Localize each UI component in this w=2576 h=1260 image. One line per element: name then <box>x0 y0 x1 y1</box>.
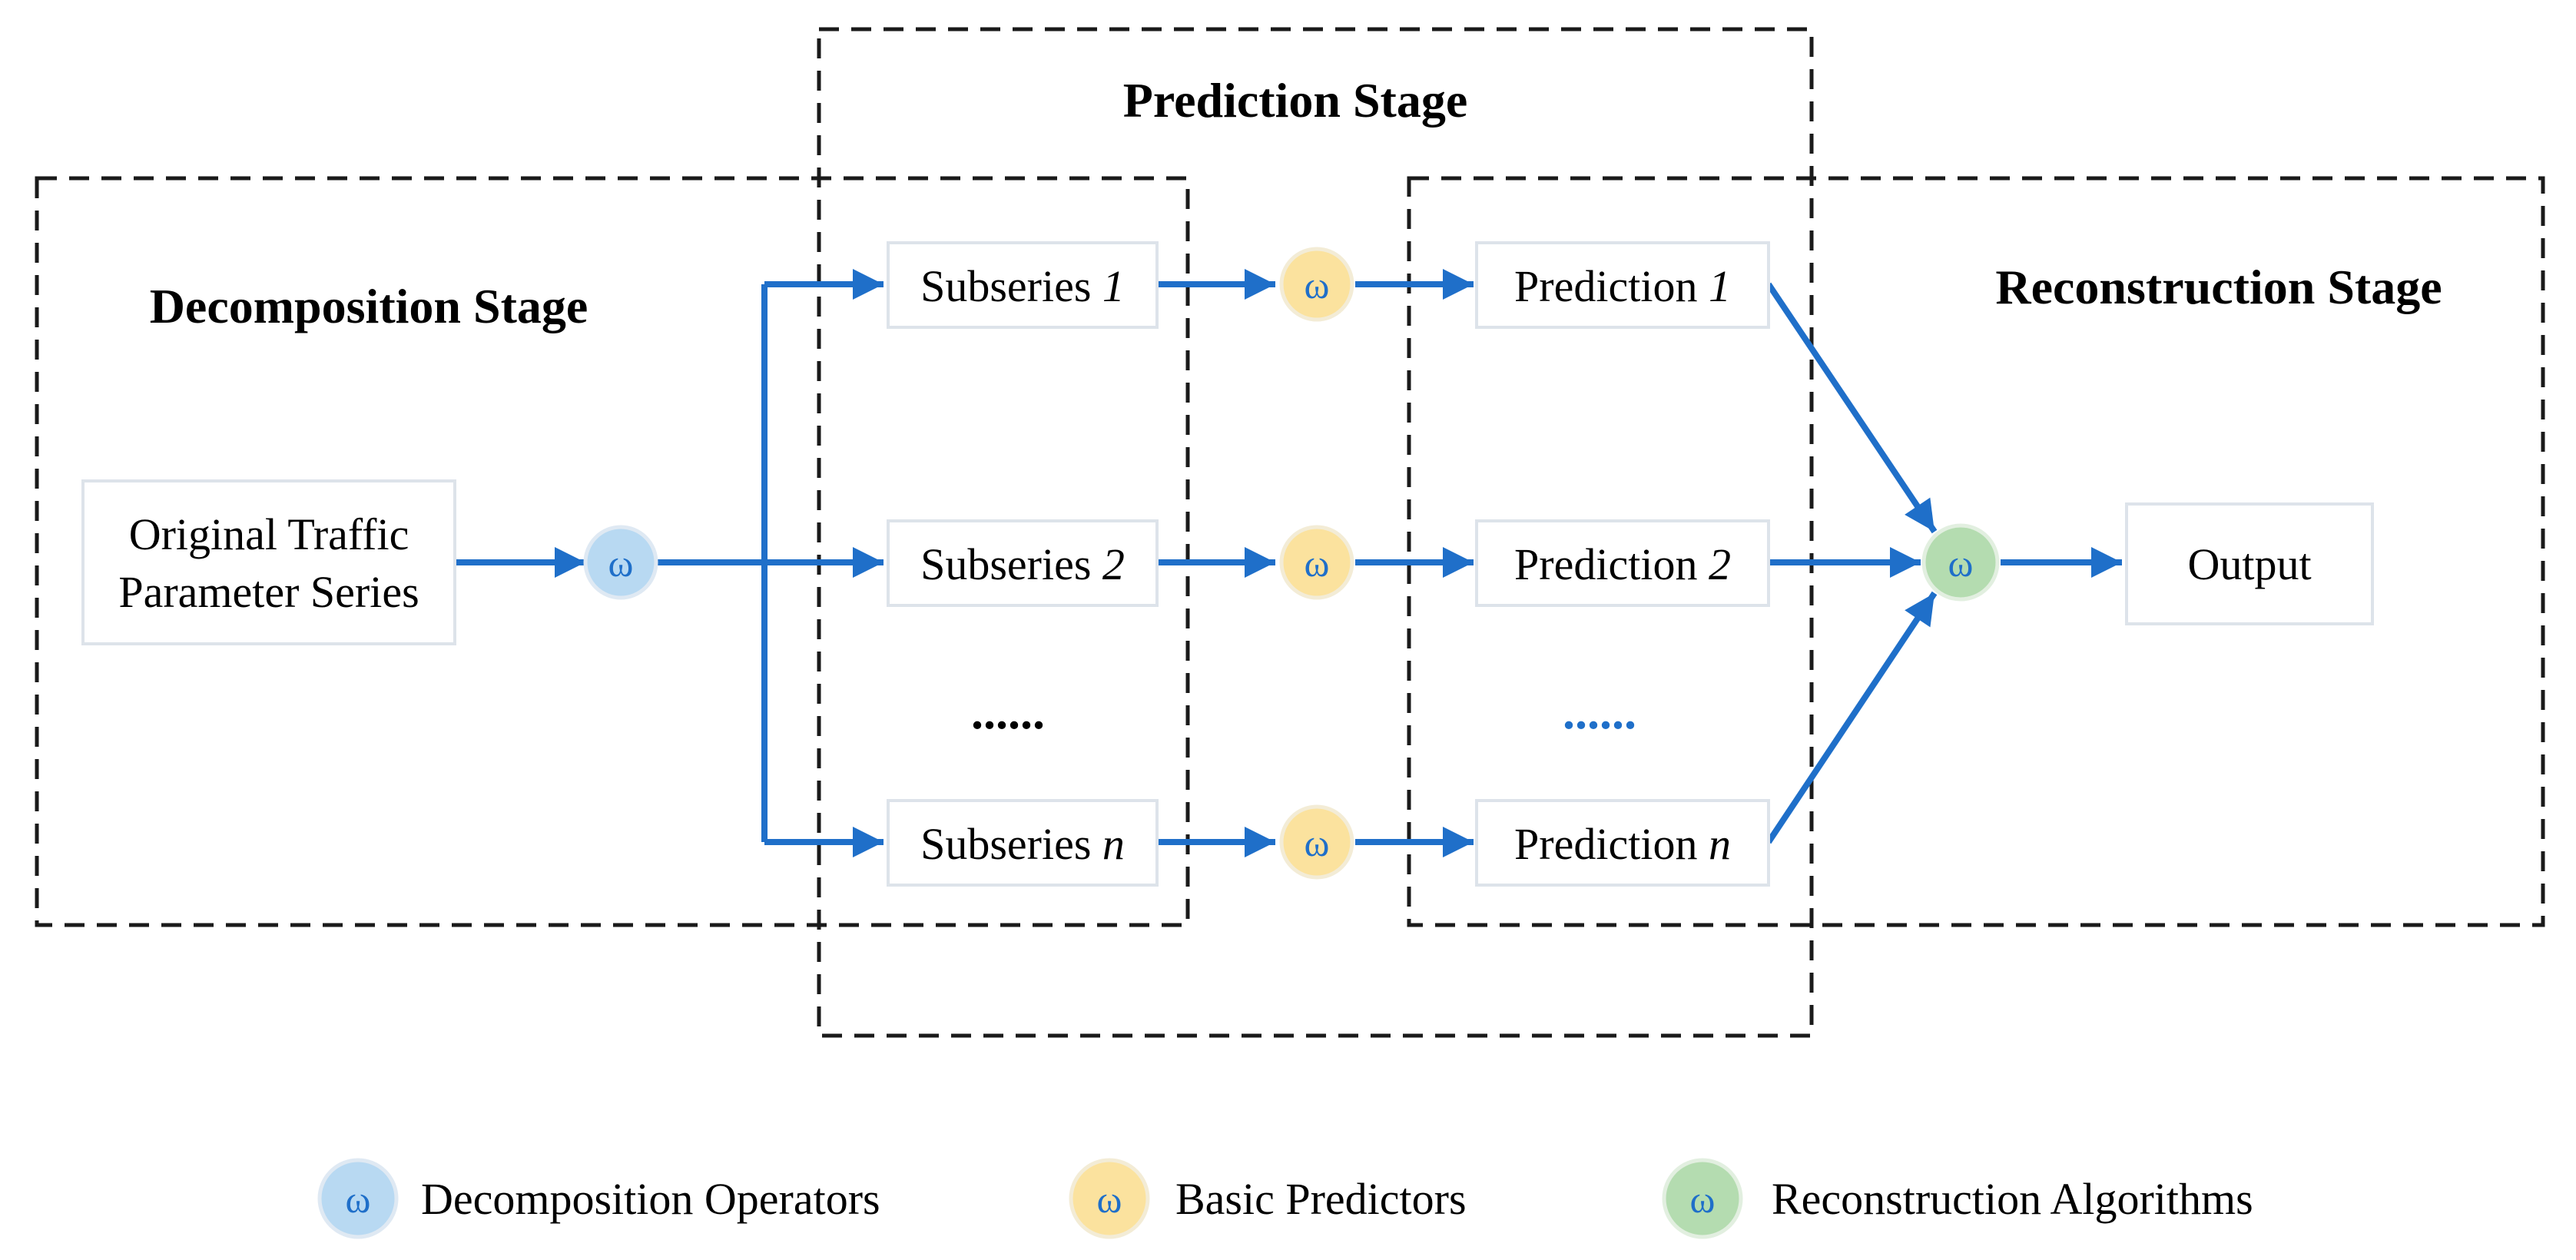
omega-icon: ω <box>1305 542 1330 585</box>
decomposition-operator-node: ω <box>583 525 658 600</box>
prediction-box-n: Prediction n <box>1475 799 1770 887</box>
legend-item-decomposition: ω Decomposition Operators <box>317 1158 880 1239</box>
reconstruction-stage-title: Reconstruction Stage <box>1995 260 2442 314</box>
omega-icon: ω <box>1305 821 1330 864</box>
prediction-label-2: Prediction 2 <box>1514 539 1731 589</box>
prediction-stage-frame <box>817 27 1814 1038</box>
basic-predictor-node-n: ω <box>1279 804 1354 880</box>
original-series-box: Original Traffic Parameter Series <box>81 479 456 645</box>
prediction-box-2: Prediction 2 <box>1475 519 1770 607</box>
legend-swatch-reconstruction <box>1662 1158 1743 1239</box>
subseries-label-1: Subseries 1 <box>920 261 1125 311</box>
original-series-line1: Original Traffic <box>129 509 409 559</box>
subseries-box-1: Subseries 1 <box>887 241 1159 329</box>
prediction-label-n: Prediction n <box>1514 819 1731 869</box>
legend-swatch-decomposition <box>317 1158 399 1239</box>
original-series-line2: Parameter Series <box>118 567 419 617</box>
subseries-label-n: Subseries n <box>920 819 1125 869</box>
output-label: Output <box>2187 539 2311 589</box>
legend-item-reconstruction: ω Reconstruction Algorithms <box>1662 1158 2253 1239</box>
prediction-stage-title: Prediction Stage <box>1123 73 1468 128</box>
decomposition-stage-frame <box>35 176 1190 927</box>
legend-label-reconstruction: Reconstruction Algorithms <box>1772 1174 2253 1224</box>
subseries-box-2: Subseries 2 <box>887 519 1159 607</box>
reconstruction-algorithm-node: ω <box>1921 523 2000 602</box>
decomposition-stage-title: Decomposition Stage <box>150 279 588 333</box>
basic-predictor-node-1: ω <box>1279 247 1354 322</box>
legend: ω Decomposition Operators ω Basic Predic… <box>317 1158 2253 1239</box>
legend-label-decomposition: Decomposition Operators <box>421 1174 880 1224</box>
omega-icon: ω <box>1305 264 1330 307</box>
legend-swatch-predictors <box>1069 1158 1150 1239</box>
prediction-box-1: Prediction 1 <box>1475 241 1770 329</box>
subseries-box-n: Subseries n <box>887 799 1159 887</box>
omega-icon: ω <box>1097 1178 1122 1221</box>
omega-icon: ω <box>346 1178 371 1221</box>
prediction-ellipsis: ...... <box>1563 685 1636 739</box>
connectors <box>455 269 2122 857</box>
basic-predictor-node-2: ω <box>1279 525 1354 600</box>
subseries-label-2: Subseries 2 <box>920 539 1125 589</box>
reconstruction-stage-frame <box>1407 176 2545 927</box>
subseries-ellipsis: ...... <box>971 685 1045 739</box>
omega-icon: ω <box>1690 1178 1716 1221</box>
arrow-prediction-1-to-reconstructor <box>1765 282 1938 534</box>
legend-item-predictors: ω Basic Predictors <box>1069 1158 1467 1239</box>
legend-label-predictors: Basic Predictors <box>1175 1174 1467 1224</box>
omega-icon: ω <box>1948 542 1974 585</box>
omega-icon: ω <box>608 542 634 585</box>
output-box: Output <box>2125 502 2374 625</box>
prediction-label-1: Prediction 1 <box>1514 261 1731 311</box>
arrow-prediction-n-to-reconstructor <box>1765 591 1938 844</box>
